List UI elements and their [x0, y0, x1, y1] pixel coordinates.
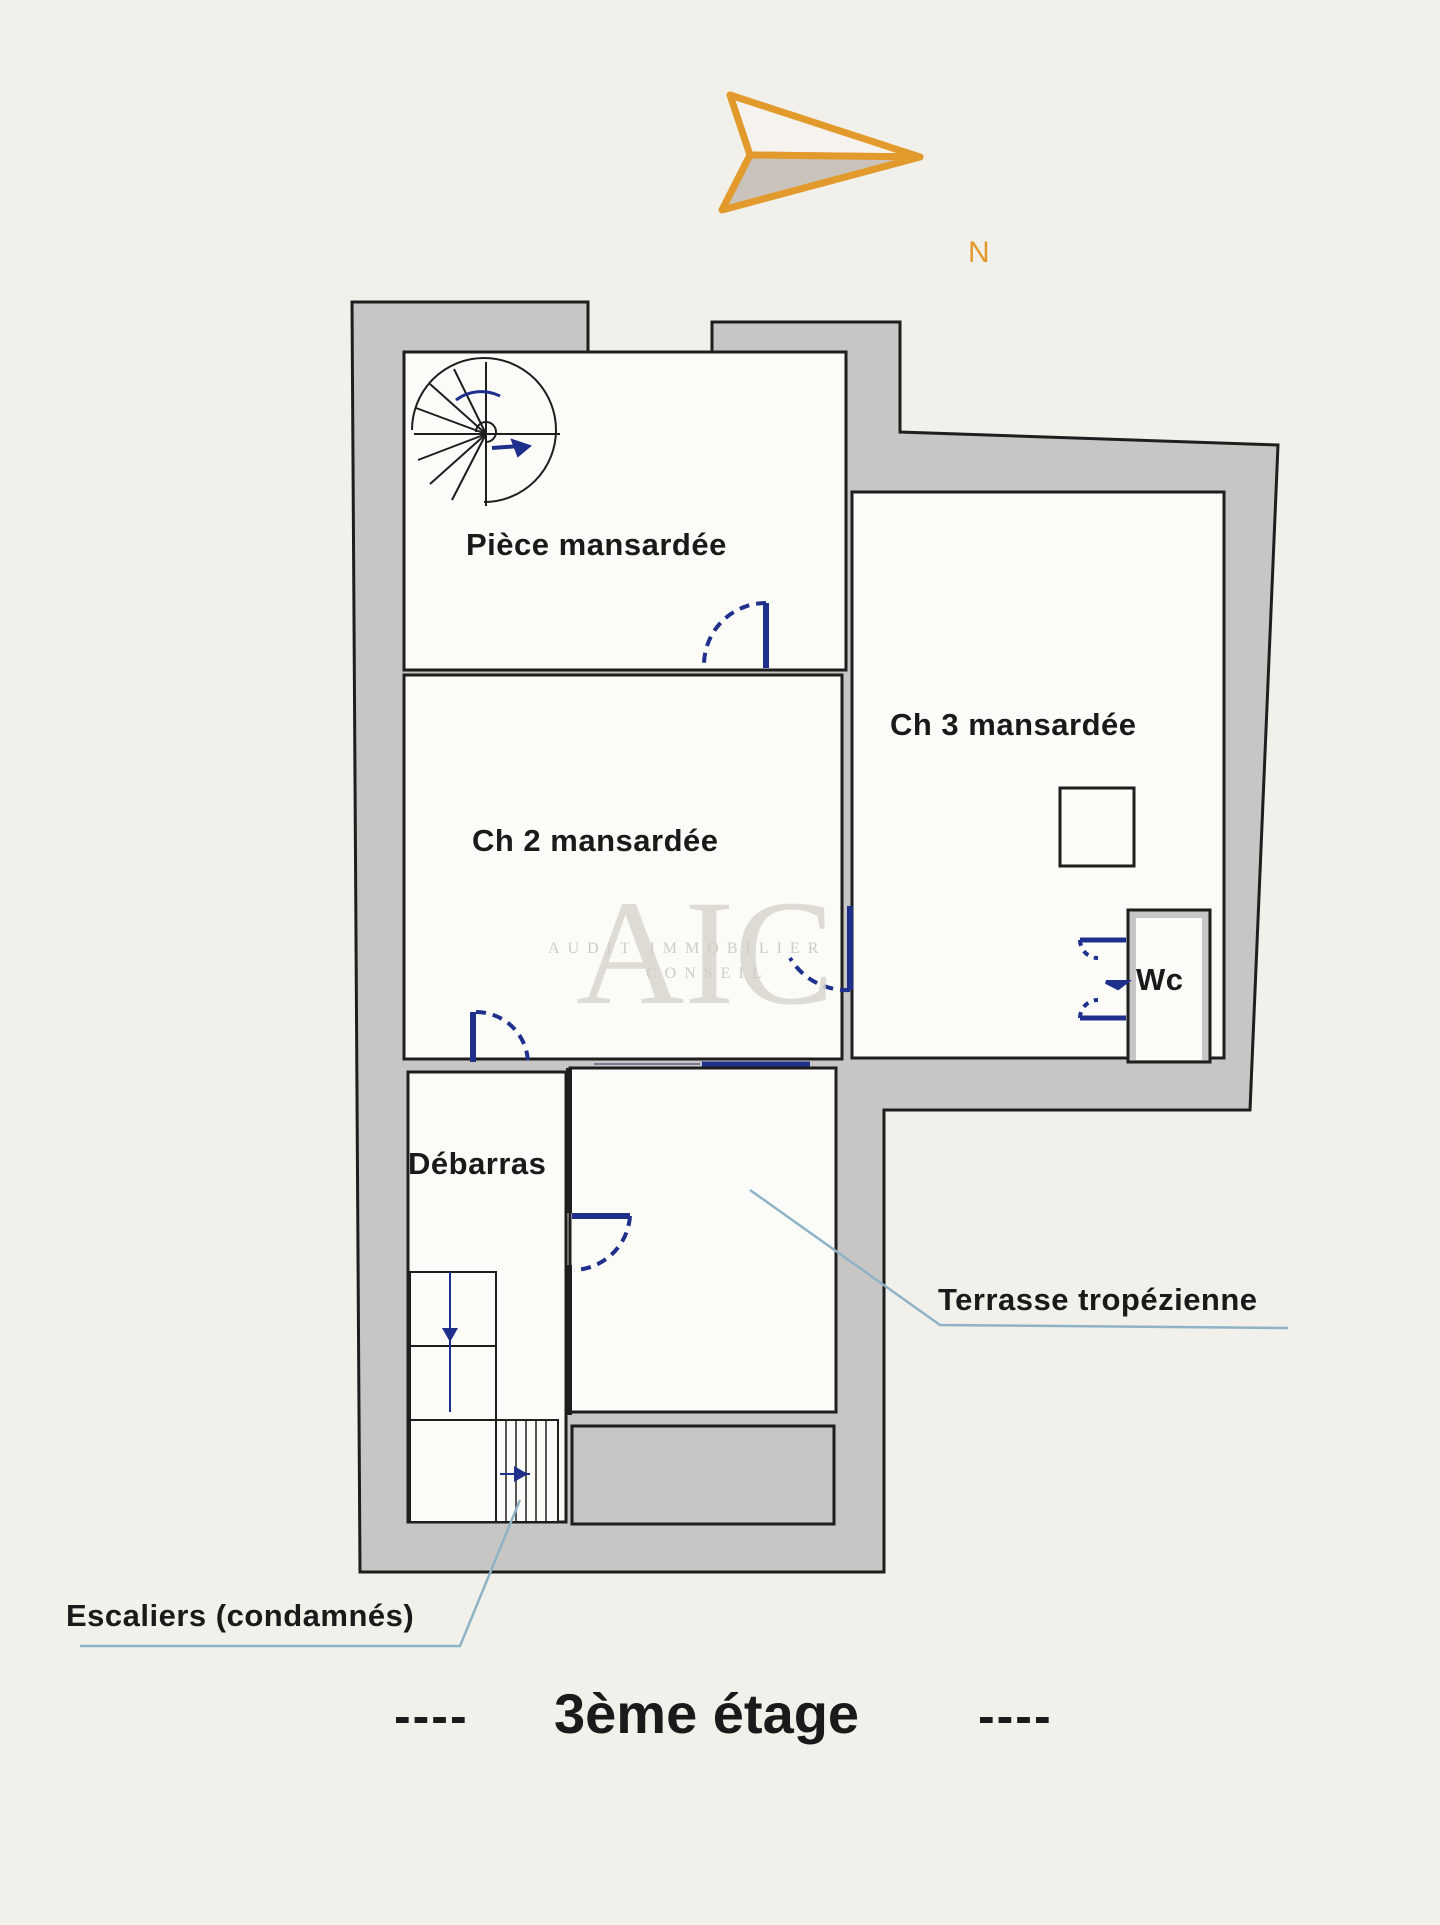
doors: [470, 601, 1132, 1272]
label-terrasse: Terrasse tropézienne: [938, 1282, 1258, 1317]
title-left-dashes: ----: [394, 1688, 469, 1744]
room-ch2-mansardee: [402, 673, 844, 1061]
watermark-logo: AIC: [576, 870, 834, 1036]
title-right-dashes: ----: [978, 1688, 1053, 1744]
leader-lines: [80, 1188, 1289, 1648]
label-wc: Wc: [1136, 962, 1184, 997]
floor-title: 3ème étage: [554, 1682, 859, 1745]
label-debarras: Débarras: [408, 1146, 546, 1181]
chimney-box: [1058, 786, 1136, 868]
room-terrasse: [568, 1066, 838, 1414]
straight-staircase-icon: [409, 1271, 559, 1523]
label-ch2-mansardee: Ch 2 mansardée: [472, 823, 719, 858]
watermark-line2: CONSEIL: [646, 965, 770, 982]
label-piece-mansardee: Pièce mansardée: [466, 527, 727, 562]
walls: [350, 300, 1280, 1574]
north-label: N: [968, 236, 990, 269]
room-piece-mansardee: [402, 350, 848, 672]
label-escaliers: Escaliers (condamnés): [66, 1598, 414, 1633]
watermark: AIC AUDIT IMMOBILIER CONSEIL: [548, 870, 834, 1036]
north-arrow-icon: [718, 91, 924, 214]
terrasse-planter: [570, 1424, 836, 1526]
watermark-line1: AUDIT IMMOBILIER: [548, 940, 826, 957]
label-ch3-mansardee: Ch 3 mansardée: [890, 707, 1137, 742]
spiral-staircase-icon: [411, 357, 560, 506]
